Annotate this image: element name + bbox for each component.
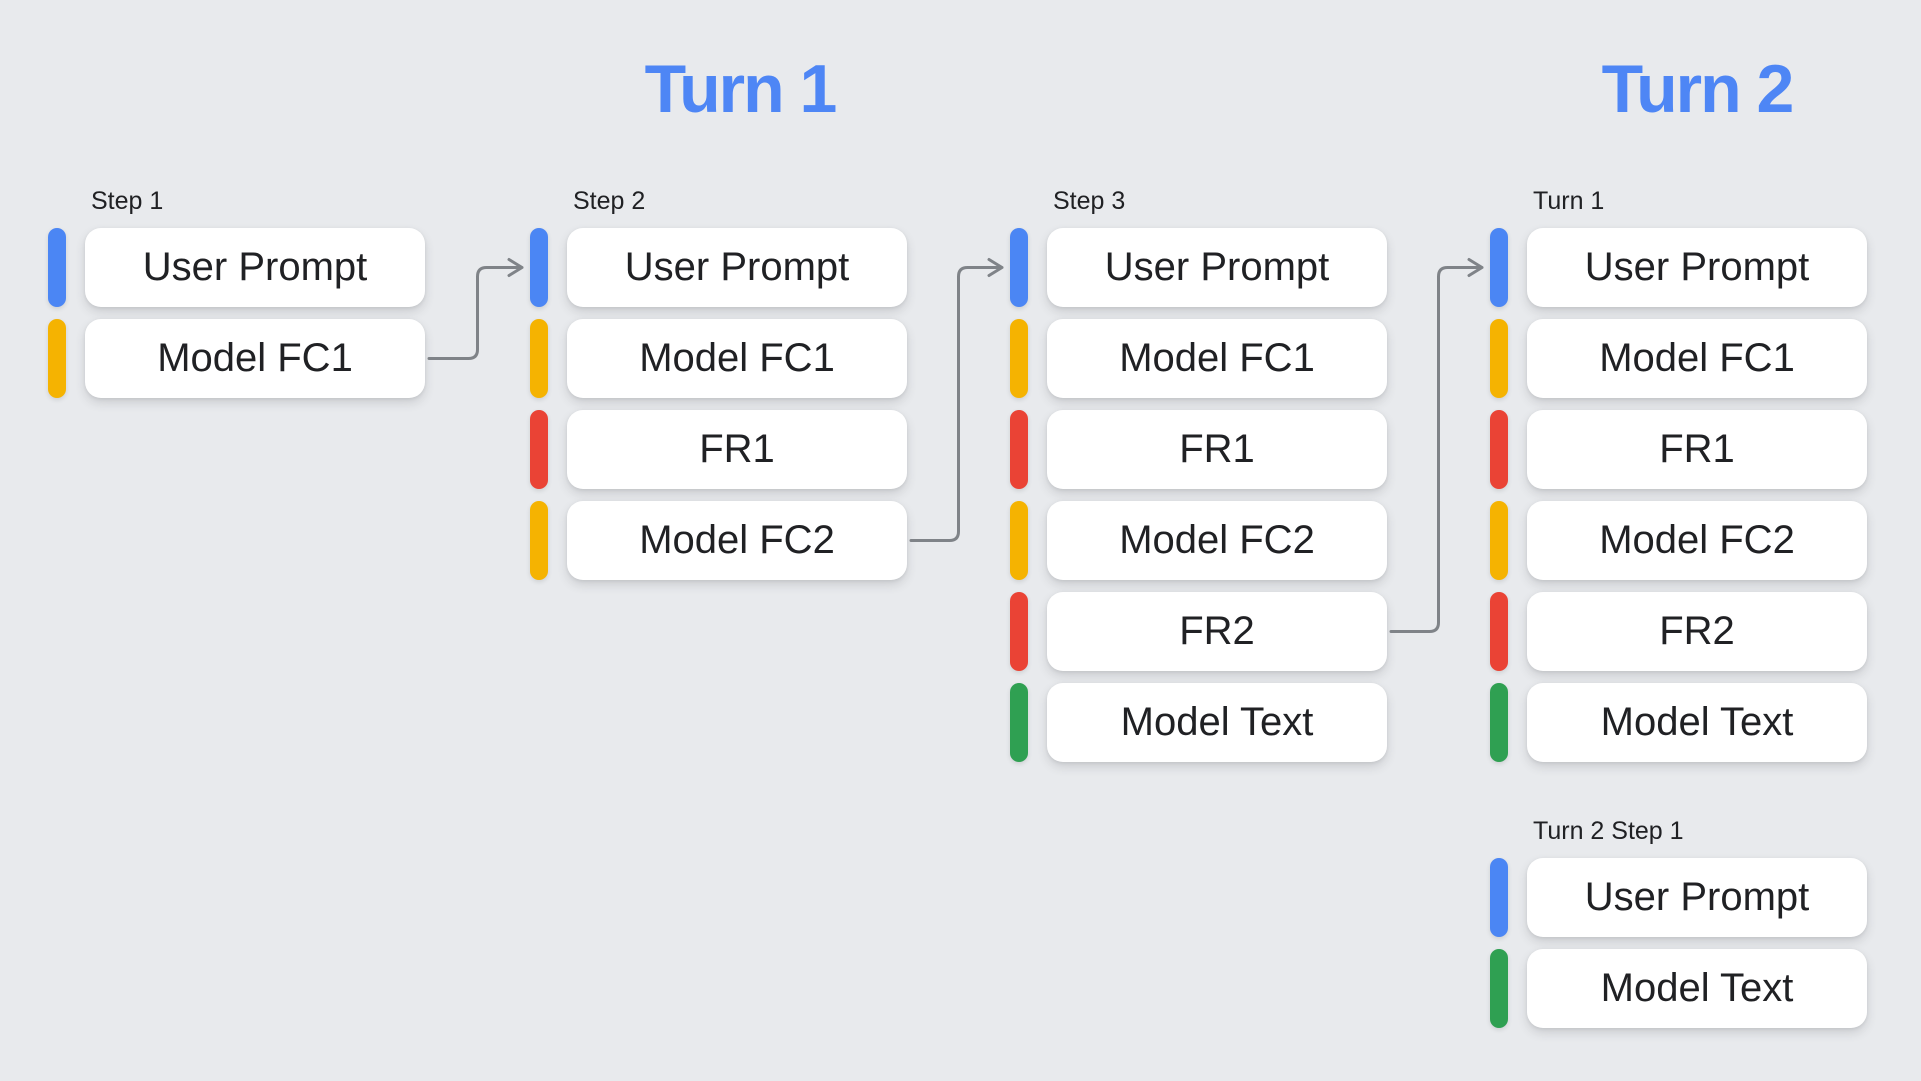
row-fr2: FR2 (1490, 592, 1867, 671)
row-user-prompt: User Prompt (1490, 228, 1867, 307)
row-user-prompt: User Prompt (530, 228, 907, 307)
yellow-bar (1010, 319, 1028, 398)
green-bar (1490, 949, 1508, 1028)
group-label-turn2-step1: Turn 2 Step 1 (1533, 817, 1684, 845)
row-fr1: FR1 (1490, 410, 1867, 489)
arrow-step1-to-step2 (427, 258, 524, 360)
row-user-prompt: User Prompt (1490, 858, 1867, 937)
box-model-fc1: Model FC1 (1527, 319, 1867, 398)
box-user-prompt: User Prompt (1047, 228, 1387, 307)
green-bar (1490, 683, 1508, 762)
row-model-fc2: Model FC2 (1010, 501, 1387, 580)
row-model-fc2: Model FC2 (1490, 501, 1867, 580)
box-fr1: FR1 (1527, 410, 1867, 489)
group-label-step3: Step 3 (1053, 187, 1126, 215)
row-model-fc1: Model FC1 (530, 319, 907, 398)
row-user-prompt: User Prompt (48, 228, 425, 307)
blue-bar (1490, 228, 1508, 307)
yellow-bar (1490, 319, 1508, 398)
blue-bar (1010, 228, 1028, 307)
box-user-prompt: User Prompt (567, 228, 907, 307)
box-user-prompt: User Prompt (1527, 858, 1867, 937)
red-bar (1490, 410, 1508, 489)
turn2-title: Turn 2 (1601, 51, 1795, 127)
blue-bar (48, 228, 66, 307)
arrow-step3-to-turn1-history (1389, 258, 1484, 633)
box-fr1: FR1 (1047, 410, 1387, 489)
box-fr1: FR1 (567, 410, 907, 489)
yellow-bar (530, 501, 548, 580)
box-fr2: FR2 (1047, 592, 1387, 671)
red-bar (530, 410, 548, 489)
row-model-fc2: Model FC2 (530, 501, 907, 580)
red-bar (1010, 592, 1028, 671)
yellow-bar (530, 319, 548, 398)
yellow-bar (48, 319, 66, 398)
group-label-turn1-history: Turn 1 (1533, 187, 1605, 215)
box-model-fc1: Model FC1 (85, 319, 425, 398)
yellow-bar (1490, 501, 1508, 580)
box-user-prompt: User Prompt (1527, 228, 1867, 307)
box-model-text: Model Text (1527, 949, 1867, 1028)
box-model-text: Model Text (1527, 683, 1867, 762)
blue-bar (530, 228, 548, 307)
box-model-fc2: Model FC2 (1527, 501, 1867, 580)
box-model-fc1: Model FC1 (1047, 319, 1387, 398)
turn1-title: Turn 1 (644, 51, 838, 127)
row-model-fc1: Model FC1 (48, 319, 425, 398)
box-model-fc2: Model FC2 (567, 501, 907, 580)
red-bar (1490, 592, 1508, 671)
box-model-fc1: Model FC1 (567, 319, 907, 398)
row-model-text: Model Text (1010, 683, 1387, 762)
row-fr1: FR1 (530, 410, 907, 489)
box-user-prompt: User Prompt (85, 228, 425, 307)
box-model-fc2: Model FC2 (1047, 501, 1387, 580)
row-model-fc1: Model FC1 (1490, 319, 1867, 398)
box-model-text: Model Text (1047, 683, 1387, 762)
box-fr2: FR2 (1527, 592, 1867, 671)
row-model-text: Model Text (1490, 683, 1867, 762)
yellow-bar (1010, 501, 1028, 580)
row-model-fc1: Model FC1 (1010, 319, 1387, 398)
row-fr1: FR1 (1010, 410, 1387, 489)
arrow-step2-to-step3 (909, 258, 1004, 542)
green-bar (1010, 683, 1028, 762)
row-user-prompt: User Prompt (1010, 228, 1387, 307)
row-fr2: FR2 (1010, 592, 1387, 671)
blue-bar (1490, 858, 1508, 937)
row-model-text: Model Text (1490, 949, 1867, 1028)
red-bar (1010, 410, 1028, 489)
group-label-step2: Step 2 (573, 187, 646, 215)
group-label-step1: Step 1 (91, 187, 164, 215)
